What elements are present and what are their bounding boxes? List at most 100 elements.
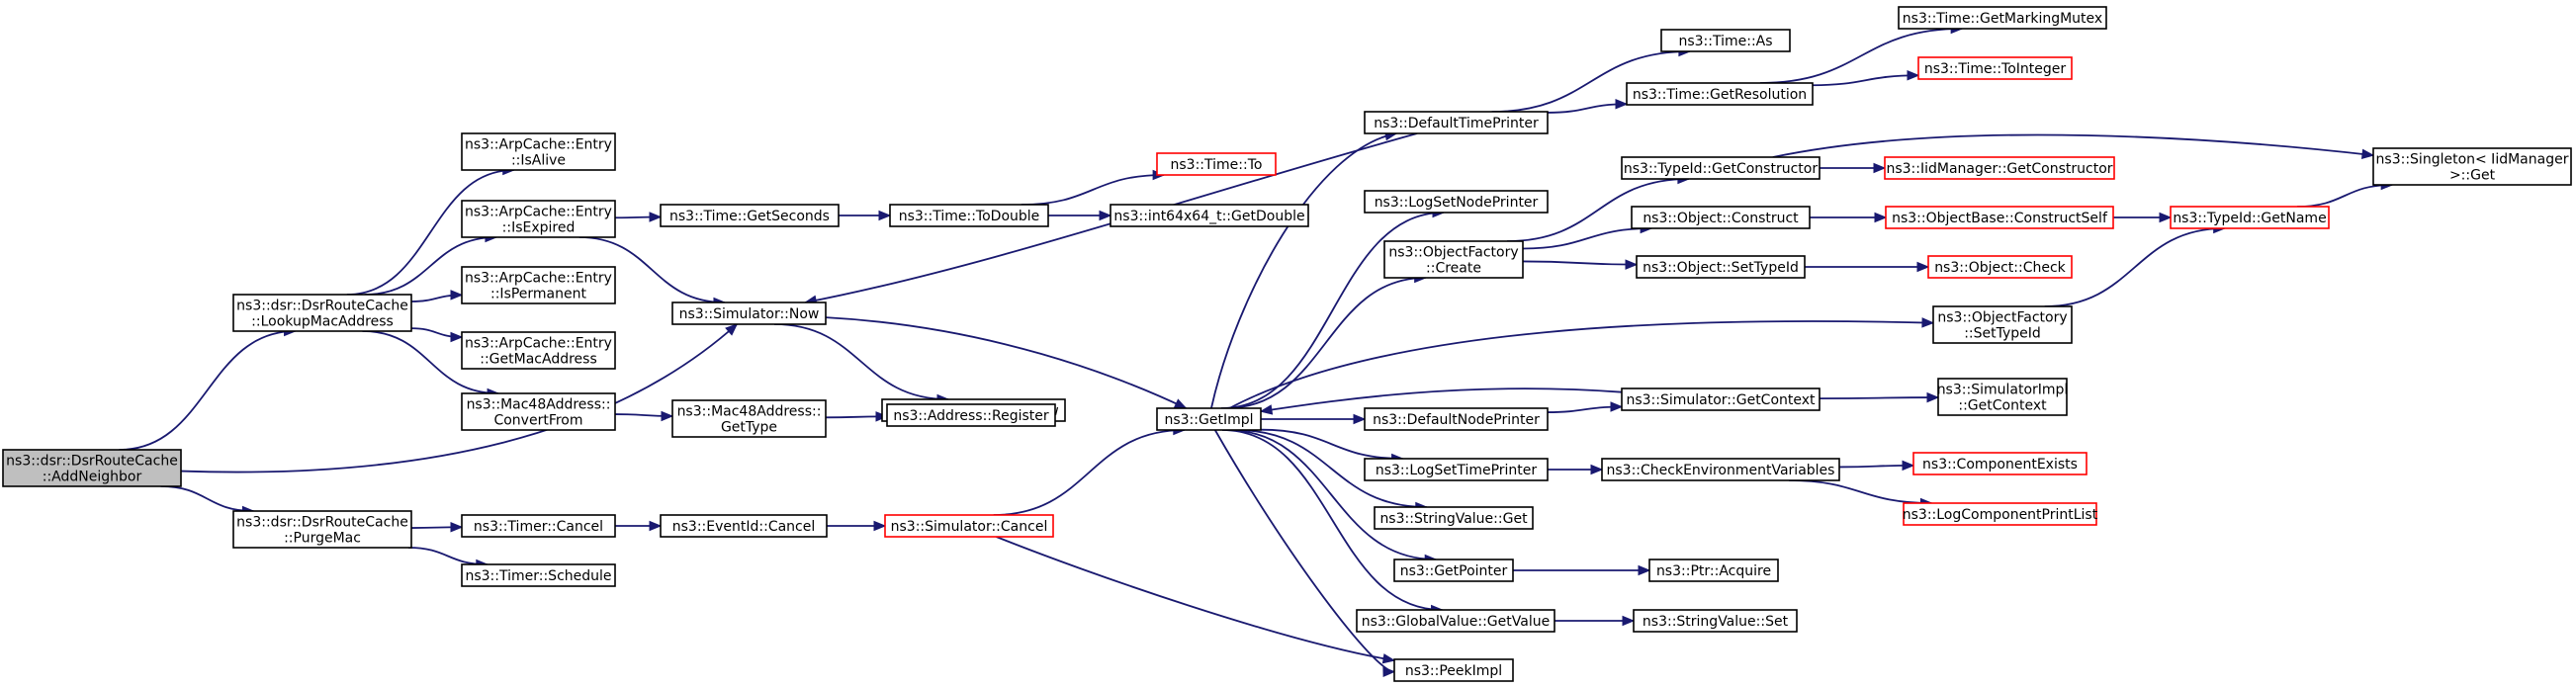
node-box[interactable] <box>1633 609 1798 633</box>
node-purge-mac[interactable]: ns3::dsr::DsrRouteCache::PurgeMac <box>232 510 412 549</box>
node-box[interactable] <box>886 403 1056 427</box>
node-arp-isalive[interactable]: ns3::ArpCache::Entry::IsAlive <box>461 132 616 171</box>
node-address-register[interactable]: ns3::Address::Register <box>886 403 1056 427</box>
node-getimpl[interactable]: ns3::GetImpl <box>1156 407 1262 431</box>
node-box[interactable] <box>461 266 616 304</box>
node-objfactory-create[interactable]: ns3::ObjectFactory::Create <box>1383 240 1524 279</box>
node-box[interactable] <box>660 204 840 227</box>
node-box[interactable] <box>671 399 827 438</box>
node-box[interactable] <box>2 449 182 487</box>
node-box[interactable] <box>1631 206 1811 229</box>
node-box[interactable] <box>232 294 412 332</box>
node-box[interactable] <box>1660 29 1791 52</box>
node-component-exists[interactable]: ns3::ComponentExists <box>1912 452 2087 475</box>
node-singleton-get[interactable]: ns3::Singleton< IidManager >::Get <box>2372 147 2572 186</box>
node-box[interactable] <box>461 200 616 238</box>
node-eventid-cancel[interactable]: ns3::EventId::Cancel <box>660 514 828 538</box>
node-box[interactable] <box>1912 452 2087 475</box>
node-box[interactable] <box>1393 658 1514 682</box>
node-time-tointeger[interactable]: ns3::Time::ToInteger <box>1917 56 2073 80</box>
node-box[interactable] <box>1364 111 1549 134</box>
arrow-head <box>1916 261 1930 273</box>
node-lookup-mac[interactable]: ns3::dsr::DsrRouteCache::LookupMacAddres… <box>232 294 412 332</box>
node-simimpl-getcontext[interactable]: ns3::SimulatorImpl::GetContext <box>1937 378 2069 416</box>
node-time-todouble[interactable]: ns3::Time::ToDouble <box>889 204 1049 227</box>
node-object-check[interactable]: ns3::Object::Check <box>1927 255 2073 279</box>
edge-objfactory-create-to-object-settypeid <box>1522 259 1639 270</box>
node-box[interactable] <box>1364 190 1549 214</box>
node-box[interactable] <box>232 510 412 549</box>
node-log-set-time-printer[interactable]: ns3::LogSetTimePrinter <box>1364 458 1549 481</box>
node-int64-getdouble[interactable]: ns3::int64x64_t::GetDouble <box>1110 204 1309 227</box>
node-ptr-acquire[interactable]: ns3::Ptr::Acquire <box>1648 559 1779 582</box>
node-box[interactable] <box>1110 204 1309 227</box>
node-box[interactable] <box>1601 458 1840 481</box>
node-mac48-convertfrom[interactable]: ns3::Mac48Address::ConvertFrom <box>461 392 616 431</box>
node-check-env-vars[interactable]: ns3::CheckEnvironmentVariables <box>1601 458 1840 481</box>
node-box[interactable] <box>1383 240 1524 279</box>
node-box[interactable] <box>884 514 1054 538</box>
node-box[interactable] <box>461 392 616 431</box>
node-box[interactable] <box>461 331 616 370</box>
node-typeid-getconstructor[interactable]: ns3::TypeId::GetConstructor <box>1621 156 1821 180</box>
node-box[interactable] <box>2372 147 2572 186</box>
node-box[interactable] <box>461 514 616 538</box>
node-peekimpl[interactable]: ns3::PeekImpl <box>1393 658 1514 682</box>
node-typeid-getname[interactable]: ns3::TypeId::GetName <box>2170 206 2330 229</box>
node-box[interactable] <box>1621 156 1821 180</box>
node-box[interactable] <box>671 301 827 325</box>
node-log-set-node-printer[interactable]: ns3::LogSetNodePrinter <box>1364 190 1549 214</box>
node-box[interactable] <box>2170 206 2330 229</box>
node-box[interactable] <box>889 204 1049 227</box>
node-mac48-gettype[interactable]: ns3::Mac48Address::GetType <box>671 399 827 438</box>
node-sim-cancel[interactable]: ns3::Simulator::Cancel <box>884 514 1054 538</box>
node-time-as[interactable]: ns3::Time::As <box>1660 29 1791 52</box>
node-timer-schedule[interactable]: ns3::Timer::Schedule <box>461 563 616 587</box>
node-objfactory-settypeid[interactable]: ns3::ObjectFactory::SetTypeId <box>1932 305 2073 344</box>
node-sim-now[interactable]: ns3::Simulator::Now <box>671 301 827 325</box>
node-getpointer[interactable]: ns3::GetPointer <box>1393 559 1514 582</box>
node-box[interactable] <box>1937 378 2068 416</box>
node-box[interactable] <box>1927 255 2073 279</box>
node-box[interactable] <box>1932 305 2073 344</box>
node-box[interactable] <box>1626 82 1814 106</box>
node-box[interactable] <box>1884 156 2115 180</box>
node-box[interactable] <box>1885 206 2114 229</box>
node-box[interactable] <box>1156 407 1262 431</box>
node-add-neighbor[interactable]: ns3::dsr::DsrRouteCache::AddNeighbor <box>2 449 182 487</box>
node-object-settypeid[interactable]: ns3::Object::SetTypeId <box>1636 255 1806 279</box>
node-box[interactable] <box>1903 502 2097 526</box>
node-box[interactable] <box>1648 559 1779 582</box>
node-box[interactable] <box>461 132 616 171</box>
node-objectbase-constructself[interactable]: ns3::ObjectBase::ConstructSelf <box>1885 206 2114 229</box>
node-timer-cancel[interactable]: ns3::Timer::Cancel <box>461 514 616 538</box>
node-time-to[interactable]: ns3::Time::To <box>1156 152 1277 176</box>
node-time-getseconds[interactable]: ns3::Time::GetSeconds <box>660 204 840 227</box>
node-default-time-printer[interactable]: ns3::DefaultTimePrinter <box>1364 111 1549 134</box>
node-time-getresolution[interactable]: ns3::Time::GetResolution <box>1626 82 1814 106</box>
node-box[interactable] <box>1636 255 1806 279</box>
node-box[interactable] <box>461 563 616 587</box>
node-stringvalue-get[interactable]: ns3::StringValue::Get <box>1374 506 1534 530</box>
node-iidmanager-getconstructor[interactable]: ns3::IidManager::GetConstructor <box>1884 156 2115 180</box>
node-object-construct[interactable]: ns3::Object::Construct <box>1631 206 1811 229</box>
node-box[interactable] <box>1621 387 1821 411</box>
node-box[interactable] <box>1898 6 2107 30</box>
node-globalvalue-getvalue[interactable]: ns3::GlobalValue::GetValue <box>1356 609 1555 633</box>
node-arp-ispermanent[interactable]: ns3::ArpCache::Entry::IsPermanent <box>461 266 616 304</box>
node-box[interactable] <box>1356 609 1555 633</box>
node-box[interactable] <box>1156 152 1277 176</box>
node-box[interactable] <box>1393 559 1514 582</box>
node-box[interactable] <box>1364 407 1549 431</box>
node-time-getmarkingmutex[interactable]: ns3::Time::GetMarkingMutex <box>1898 6 2107 30</box>
node-stringvalue-set[interactable]: ns3::StringValue::Set <box>1633 609 1798 633</box>
node-arp-getmac[interactable]: ns3::ArpCache::Entry::GetMacAddress <box>461 331 616 370</box>
node-box[interactable] <box>1374 506 1534 530</box>
node-box[interactable] <box>660 514 828 538</box>
node-default-node-printer[interactable]: ns3::DefaultNodePrinter <box>1364 407 1549 431</box>
node-log-component-printlist[interactable]: ns3::LogComponentPrintList <box>1903 502 2098 526</box>
node-sim-getcontext[interactable]: ns3::Simulator::GetContext <box>1621 387 1821 411</box>
node-box[interactable] <box>1364 458 1549 481</box>
node-arp-isexpired[interactable]: ns3::ArpCache::Entry::IsExpired <box>461 200 616 238</box>
node-box[interactable] <box>1917 56 2073 80</box>
